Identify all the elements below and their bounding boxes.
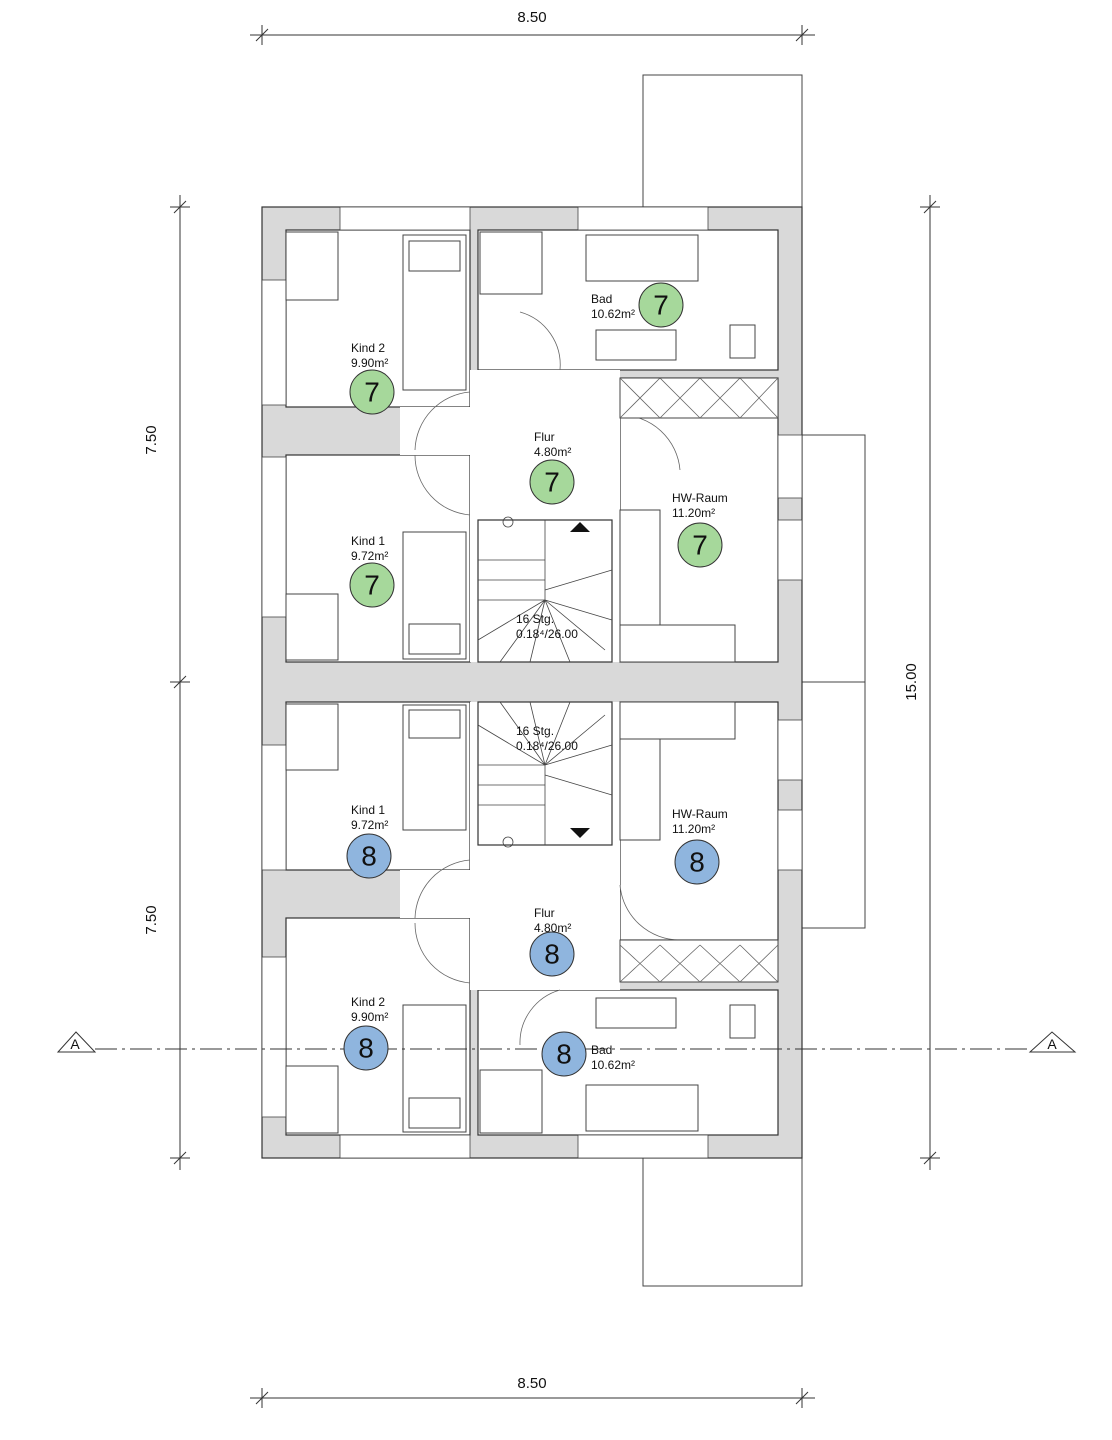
unit-badge	[349, 369, 395, 415]
room-name: Kind 2	[351, 995, 385, 1009]
unit-badge	[349, 562, 395, 608]
unit-badge	[346, 833, 392, 879]
unit-badge	[343, 1025, 389, 1071]
stair-ratio-7: 0.18⁴/26.00	[516, 627, 578, 641]
room-name: Kind 2	[351, 341, 385, 355]
dimension-left-upper-label: 7.50	[143, 425, 160, 454]
room-area: 9.72m²	[351, 818, 388, 832]
unit-number: 7	[364, 570, 380, 601]
section-marker-right: A	[1047, 1036, 1057, 1052]
room-area: 10.62m²	[591, 307, 635, 321]
dimension-right: 15.00	[903, 195, 940, 1170]
room-area: 4.80m²	[534, 445, 571, 459]
dimension-left-lower-label: 7.50	[143, 905, 160, 934]
room-name: Kind 1	[351, 534, 385, 548]
windows	[261, 206, 803, 1159]
dimension-top-label: 8.50	[517, 9, 546, 26]
unit-badge	[674, 839, 720, 885]
room-area: 9.90m²	[351, 1010, 388, 1024]
room-name: Kind 1	[351, 803, 385, 817]
stair-steps-7: 16 Stg.	[516, 612, 554, 626]
dimension-top: 8.50	[250, 9, 815, 45]
stair-steps-8: 16 Stg.	[516, 724, 554, 738]
furniture	[285, 231, 779, 1134]
dimension-bottom-label: 8.50	[517, 1375, 546, 1392]
room-name: HW-Raum	[672, 491, 728, 505]
room-name: Bad	[591, 1043, 612, 1057]
unit-badge	[529, 459, 575, 505]
dimension-left: 7.50 7.50	[143, 195, 190, 1170]
unit-badge	[677, 522, 723, 568]
balcony-top	[642, 74, 803, 208]
dimension-bottom: 8.50	[250, 1375, 815, 1408]
unit-8-labels: Kind 1 9.72m² 8 Kind 2 9.90m² 8 Bad 10.6…	[343, 803, 728, 1077]
unit-number: 7	[653, 290, 669, 321]
unit-number: 8	[689, 847, 705, 878]
room-area: 4.80m²	[534, 921, 571, 935]
unit-number: 8	[358, 1033, 374, 1064]
bay-lower	[801, 681, 866, 929]
unit-number: 7	[544, 467, 560, 498]
room-name: Flur	[534, 906, 555, 920]
balcony-bottom	[642, 1157, 803, 1287]
unit-number: 8	[544, 939, 560, 970]
unit-number: 7	[692, 530, 708, 561]
room-area: 11.20m²	[672, 822, 715, 836]
dimension-right-label: 15.00	[903, 663, 920, 701]
room-area: 11.20m²	[672, 506, 715, 520]
unit-number: 8	[556, 1039, 572, 1070]
unit-badge	[541, 1031, 587, 1077]
unit-number: 7	[364, 377, 380, 408]
room-area: 9.72m²	[351, 549, 388, 563]
stair-ratio-8: 0.18⁴/26.00	[516, 739, 578, 753]
stairs: 16 Stg. 0.18⁴/26.00 16 Stg. 0.18⁴/26.00	[477, 516, 613, 848]
unit-number: 8	[361, 841, 377, 872]
room-name: Flur	[534, 430, 555, 444]
room-name: HW-Raum	[672, 807, 728, 821]
unit-badge	[529, 931, 575, 977]
room-name: Bad	[591, 292, 612, 306]
unit-badge	[638, 282, 684, 328]
room-area: 10.62m²	[591, 1058, 635, 1072]
bay-upper	[801, 434, 866, 683]
unit-7-labels: Kind 2 9.90m² 7 Kind 1 9.72m² 7 Bad 10.6…	[349, 282, 728, 608]
room-area: 9.90m²	[351, 356, 388, 370]
section-marker-left: A	[70, 1036, 80, 1052]
